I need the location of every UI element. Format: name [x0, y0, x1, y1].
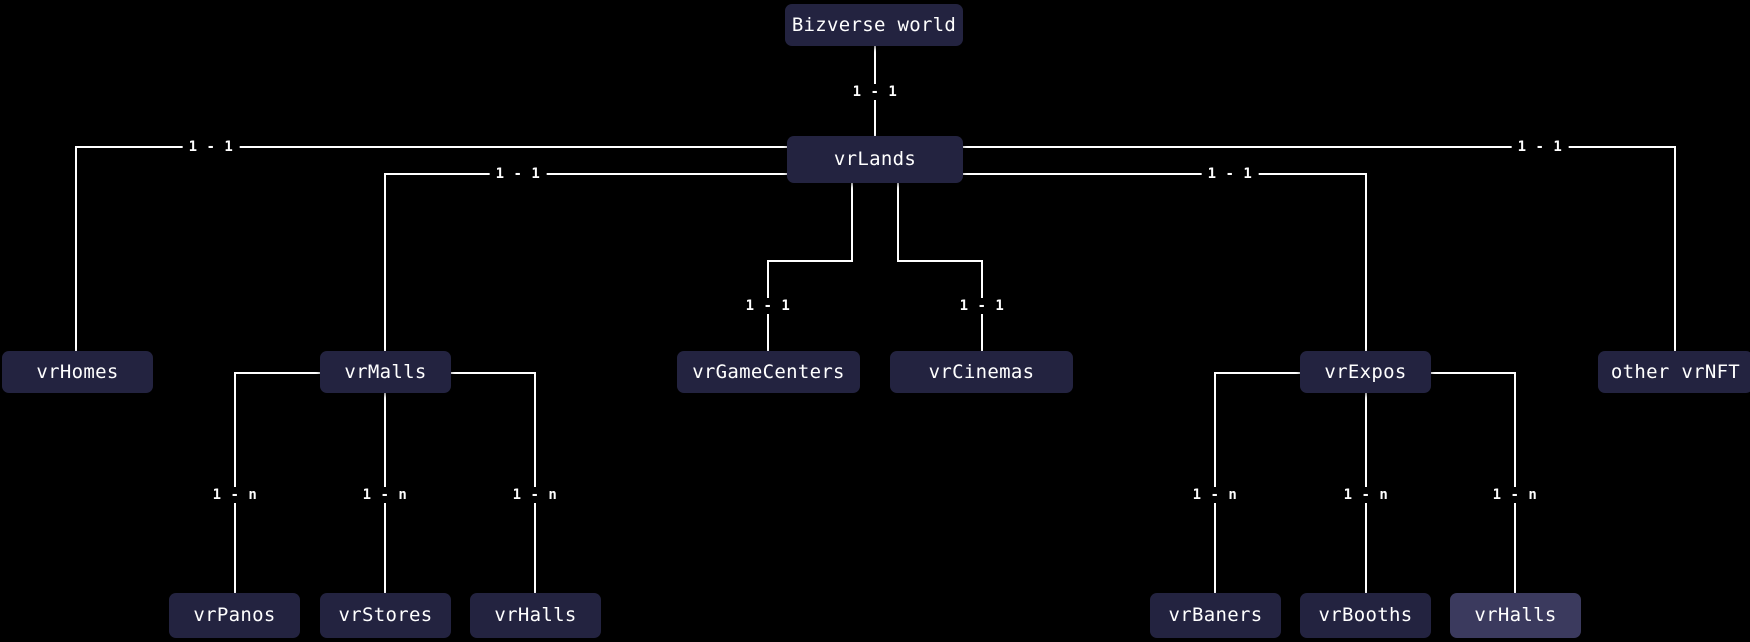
node-other-vrnft[interactable]: other vrNFT [1598, 351, 1750, 393]
node-label-vrcinemas: vrCinemas [928, 360, 1035, 383]
edge-cardinality-label: 1 - 1 [1201, 166, 1259, 182]
node-vrmalls[interactable]: vrMalls [320, 351, 451, 393]
node-vrbaners[interactable]: vrBaners [1150, 593, 1281, 638]
node-label-bizverse-world: Bizverse world [791, 13, 957, 36]
node-label-vrhalls-malls: vrHalls [494, 604, 577, 626]
node-label-other-vrnft: other vrNFT [1610, 360, 1741, 383]
edge-vrlands-to-vrexpos [962, 173, 1367, 352]
node-vrlands[interactable]: vrLands [787, 136, 963, 183]
edge-vrexpos-to-vrhalls-expos [1430, 372, 1516, 594]
edge-vrlands-to-vrmalls [384, 173, 788, 352]
edge-cardinality-label: 1 - 1 [846, 84, 904, 100]
edge-vrlands-to-other-vrnft [962, 146, 1676, 352]
node-label-vrpanos: vrPanos [193, 604, 276, 626]
node-label-vrbooths: vrBooths [1318, 604, 1413, 626]
edge-cardinality-label: 1 - 1 [953, 298, 1011, 314]
edge-cardinality-label: 1 - n [1337, 487, 1395, 503]
node-vrhalls-malls[interactable]: vrHalls [470, 593, 601, 638]
edge-cardinality-label: 1 - 1 [1511, 139, 1569, 155]
node-label-vrhalls-expos: vrHalls [1474, 604, 1557, 626]
edge-cardinality-label: 1 - 1 [182, 139, 240, 155]
edge-vrlands-to-vrgamecenters [767, 182, 853, 352]
node-label-vrmalls: vrMalls [344, 360, 427, 383]
node-vrcinemas[interactable]: vrCinemas [890, 351, 1073, 393]
edge-vrmalls-to-vrhalls-malls [450, 372, 536, 594]
node-vrstores[interactable]: vrStores [320, 593, 451, 638]
node-vrhalls-expos[interactable]: vrHalls [1450, 593, 1581, 638]
edge-vrlands-to-vrhomes [75, 146, 788, 352]
node-vrgamecenters[interactable]: vrGameCenters [677, 351, 860, 393]
node-label-vrlands: vrLands [833, 148, 917, 170]
edge-cardinality-label: 1 - n [206, 487, 264, 503]
edge-cardinality-label: 1 - n [1186, 487, 1244, 503]
node-label-vrstores: vrStores [338, 604, 433, 626]
node-vrpanos[interactable]: vrPanos [169, 593, 300, 638]
node-vrhomes[interactable]: vrHomes [2, 351, 153, 393]
node-label-vrgamecenters: vrGameCenters [692, 360, 845, 383]
node-vrbooths[interactable]: vrBooths [1300, 593, 1431, 638]
node-bizverse-world[interactable]: Bizverse world [785, 4, 963, 46]
edge-vrmalls-to-vrpanos [234, 372, 321, 594]
edge-cardinality-label: 1 - 1 [739, 298, 797, 314]
edge-vrlands-to-vrcinemas [897, 182, 983, 352]
node-label-vrexpos: vrExpos [1324, 360, 1407, 383]
edge-vrexpos-to-vrbaners [1214, 372, 1301, 594]
edge-cardinality-label: 1 - n [506, 487, 564, 503]
edge-cardinality-label: 1 - n [1486, 487, 1544, 503]
edge-cardinality-label: 1 - n [356, 487, 414, 503]
node-label-vrbaners: vrBaners [1168, 604, 1263, 626]
node-label-vrhomes: vrHomes [36, 360, 119, 383]
edge-cardinality-label: 1 - 1 [489, 166, 547, 182]
node-vrexpos[interactable]: vrExpos [1300, 351, 1431, 393]
